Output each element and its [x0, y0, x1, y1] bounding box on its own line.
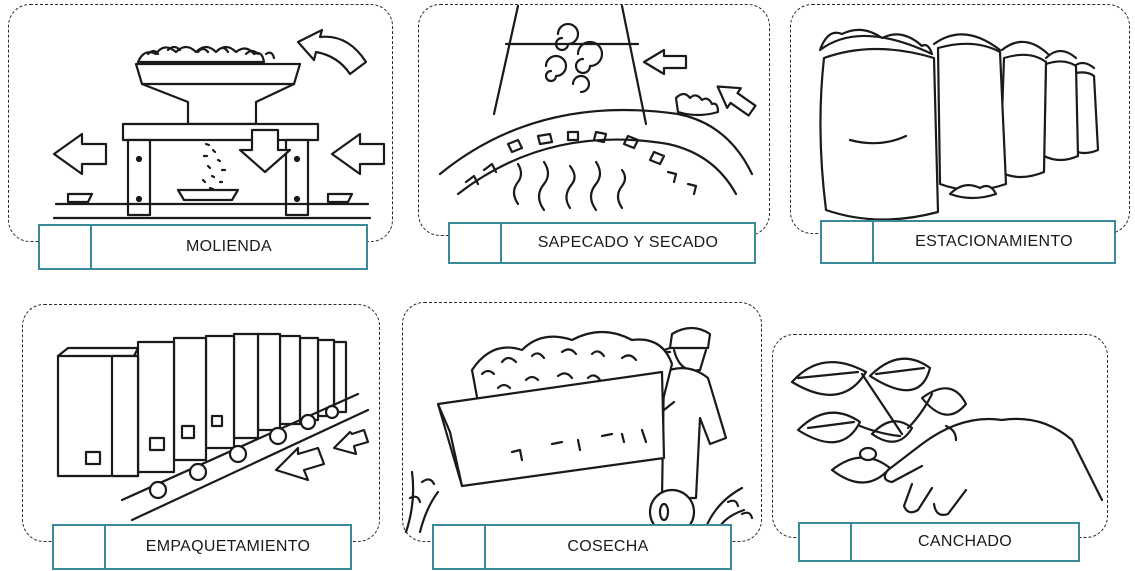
number-slot[interactable] [450, 224, 502, 262]
card-cosecha: COSECHA [402, 302, 766, 570]
card-estacionamiento: ESTACIONAMIENTO [790, 4, 1135, 268]
number-slot[interactable] [40, 226, 92, 268]
card-sapecado: SAPECADO Y SECADO [418, 4, 776, 270]
card-canchado: CANCHADO [772, 334, 1112, 566]
label-text: CANCHADO [852, 524, 1078, 560]
label-box: COSECHA [432, 524, 732, 570]
mill-grinder-icon [8, 4, 393, 242]
number-slot[interactable] [54, 526, 106, 568]
label-text: COSECHA [486, 526, 730, 568]
label-text: MOLIENDA [92, 226, 366, 268]
label-text: EMPAQUETAMIENTO [106, 526, 350, 568]
label-text: SAPECADO Y SECADO [502, 224, 754, 262]
label-box: MOLIENDA [38, 224, 368, 270]
conveyor-packages-icon [22, 304, 380, 542]
label-box: ESTACIONAMIENTO [820, 220, 1116, 264]
card-empaquetamiento: EMPAQUETAMIENTO [22, 304, 386, 570]
label-box: SAPECADO Y SECADO [448, 222, 756, 264]
sacks-icon [790, 4, 1130, 234]
label-box: CANCHADO [798, 522, 1080, 562]
number-slot[interactable] [800, 524, 852, 560]
number-slot[interactable] [822, 222, 874, 262]
fire-drum-icon [418, 4, 770, 236]
number-slot[interactable] [434, 526, 486, 568]
hand-leaves-icon [772, 334, 1108, 538]
card-molienda: MOLIENDA [8, 4, 393, 272]
harvest-cart-icon [402, 302, 762, 542]
label-text: ESTACIONAMIENTO [874, 222, 1114, 262]
label-box: EMPAQUETAMIENTO [52, 524, 352, 570]
